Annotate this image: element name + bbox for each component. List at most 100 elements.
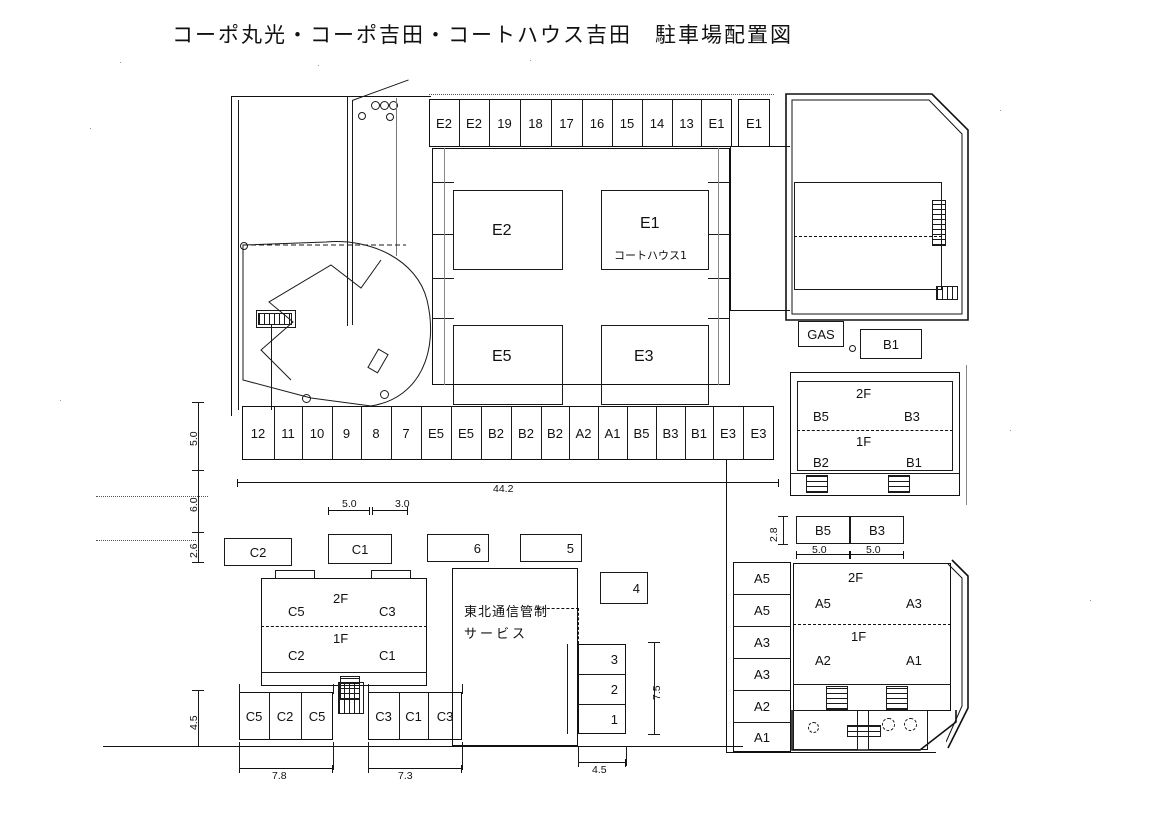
building-C-floor-split — [261, 626, 427, 627]
page-title: コーポ丸光・コーポ吉田・コートハウス吉田 駐車場配置図 — [172, 23, 793, 47]
building-A-stairs-left — [826, 686, 848, 710]
a-yard-tree — [808, 722, 819, 733]
gas-box — [798, 321, 844, 347]
stall-top-9[interactable]: E1 — [708, 115, 725, 131]
building-E2-label: E2 — [492, 222, 512, 239]
stall-B5-label: B5 — [815, 522, 831, 538]
stall-A5-a[interactable]: A5 — [754, 570, 770, 586]
left-marker-circle — [371, 101, 380, 110]
building-C-unit-C1: C1 — [379, 648, 396, 663]
gas-marker — [849, 345, 856, 352]
stall-C5-c[interactable]: C5 — [308, 708, 326, 724]
stall-mid-11[interactable]: A2 — [575, 425, 592, 441]
stall-1[interactable]: 1 — [610, 711, 618, 727]
building-E1-subtitle: コートハウス1 — [614, 249, 687, 262]
stall-mid-13[interactable]: B5 — [633, 425, 650, 441]
stall-2[interactable]: 2 — [610, 681, 618, 697]
building-C-canopy-left — [275, 570, 315, 579]
building-E3-label: E3 — [634, 348, 654, 365]
stall-mid-10[interactable]: B2 — [547, 425, 563, 441]
stall-C3-c[interactable]: C3 — [436, 708, 454, 724]
stall-mid-2[interactable]: 10 — [309, 425, 325, 441]
stall-mid-17[interactable]: E3 — [750, 425, 767, 441]
dim-C1-5-0: 5.0 — [342, 498, 357, 510]
site-left-edge — [231, 96, 232, 416]
stall-top-4[interactable]: 17 — [559, 115, 574, 131]
a-column-stalls — [733, 562, 791, 752]
stall-C1-b[interactable]: C1 — [405, 708, 422, 724]
building-E3 — [601, 325, 709, 405]
stall-top-3[interactable]: 18 — [528, 115, 543, 131]
building-B-outline — [790, 372, 960, 496]
stall-top-6[interactable]: 15 — [619, 115, 635, 131]
dim-left-2-6: 2.6 — [188, 543, 200, 558]
b1-standalone-box[interactable] — [860, 329, 922, 359]
stall-A1[interactable]: A1 — [754, 729, 770, 745]
a-yard-tree — [904, 718, 917, 731]
building-E5-label: E5 — [492, 348, 512, 365]
stall-mid-9[interactable]: B2 — [518, 425, 534, 441]
stall-mid-14[interactable]: B3 — [662, 425, 679, 441]
stall-top-5[interactable]: 16 — [589, 115, 605, 131]
stall-top-1[interactable]: E2 — [466, 115, 482, 131]
dim-c-right-width: 7.3 — [398, 770, 413, 782]
stall-C3-a[interactable]: C3 — [375, 708, 392, 724]
stall-mid-6[interactable]: E5 — [428, 425, 444, 441]
stall-mid-16[interactable]: E3 — [720, 425, 736, 441]
stall-6[interactable] — [427, 534, 489, 562]
stall-top-8[interactable]: 13 — [679, 115, 694, 131]
building-B-unit-B1: B1 — [906, 455, 922, 470]
b1-standalone-label: B1 — [883, 336, 899, 352]
building-B-inner — [797, 381, 953, 471]
building-B-stairs-left — [806, 475, 828, 493]
stall-top-0[interactable]: E2 — [436, 115, 452, 131]
stall-C1-top-label: C1 — [351, 541, 369, 557]
stall-mid-0[interactable]: 12 — [250, 425, 266, 441]
stall-mid-5[interactable]: 7 — [402, 425, 410, 441]
dim-stack-width: 4.5 — [592, 764, 607, 776]
stall-C2-top[interactable] — [224, 538, 292, 566]
stall-mid-8[interactable]: B2 — [488, 425, 504, 441]
building-C-1f-label: 1F — [333, 631, 349, 646]
building-A-unit-A5: A5 — [815, 596, 831, 611]
stall-mid-12[interactable]: A1 — [604, 425, 621, 441]
stall-A3-a[interactable]: A3 — [754, 634, 770, 650]
dim-C1-3-0: 3.0 — [395, 498, 410, 510]
center-court-outline — [432, 148, 730, 385]
left-marker-circle — [389, 101, 398, 110]
facility-building — [452, 568, 578, 746]
stall-B5[interactable] — [796, 516, 850, 544]
right-upper-building-outline — [785, 93, 969, 321]
building-E1-label: E1 — [640, 215, 660, 232]
stall-top-7[interactable]: 14 — [649, 115, 665, 131]
stall-C2-b[interactable]: C2 — [276, 708, 294, 724]
guide-line-left — [96, 496, 208, 497]
stall-mid-7[interactable]: E5 — [458, 425, 474, 441]
stall-A5-b[interactable]: A5 — [754, 602, 770, 618]
stall-A2[interactable]: A2 — [754, 698, 770, 714]
center-stack — [578, 644, 626, 734]
stall-4[interactable] — [600, 572, 648, 604]
stall-mid-4[interactable]: 8 — [372, 425, 380, 441]
building-A-stairs-right — [886, 686, 908, 710]
left-stairs-frame — [256, 310, 296, 328]
a-block-left-boundary — [726, 460, 727, 752]
stall-3[interactable]: 3 — [610, 651, 618, 667]
building-A-floor-split — [793, 624, 951, 625]
stall-mid-15[interactable]: B1 — [691, 425, 707, 441]
left-marker-circle — [358, 112, 366, 120]
building-A-unit-A3: A3 — [906, 596, 922, 611]
dim-c-left-width: 7.8 — [272, 770, 287, 782]
stall-C5-a[interactable]: C5 — [245, 708, 263, 724]
left-wall — [396, 98, 397, 256]
left-lower-edge — [238, 330, 239, 410]
stall-mid-1[interactable]: 11 — [281, 425, 295, 441]
stall-A3-b[interactable]: A3 — [754, 666, 770, 682]
building-A-unit-A2: A2 — [815, 653, 831, 668]
stall-C1-top[interactable] — [328, 534, 392, 564]
stall-mid-3[interactable]: 9 — [342, 425, 351, 441]
stall-top-2[interactable]: 19 — [497, 115, 512, 131]
stall-5[interactable] — [520, 534, 582, 562]
stall-B3[interactable] — [850, 516, 904, 544]
dim-B-stall-height: 2.8 — [768, 527, 780, 542]
